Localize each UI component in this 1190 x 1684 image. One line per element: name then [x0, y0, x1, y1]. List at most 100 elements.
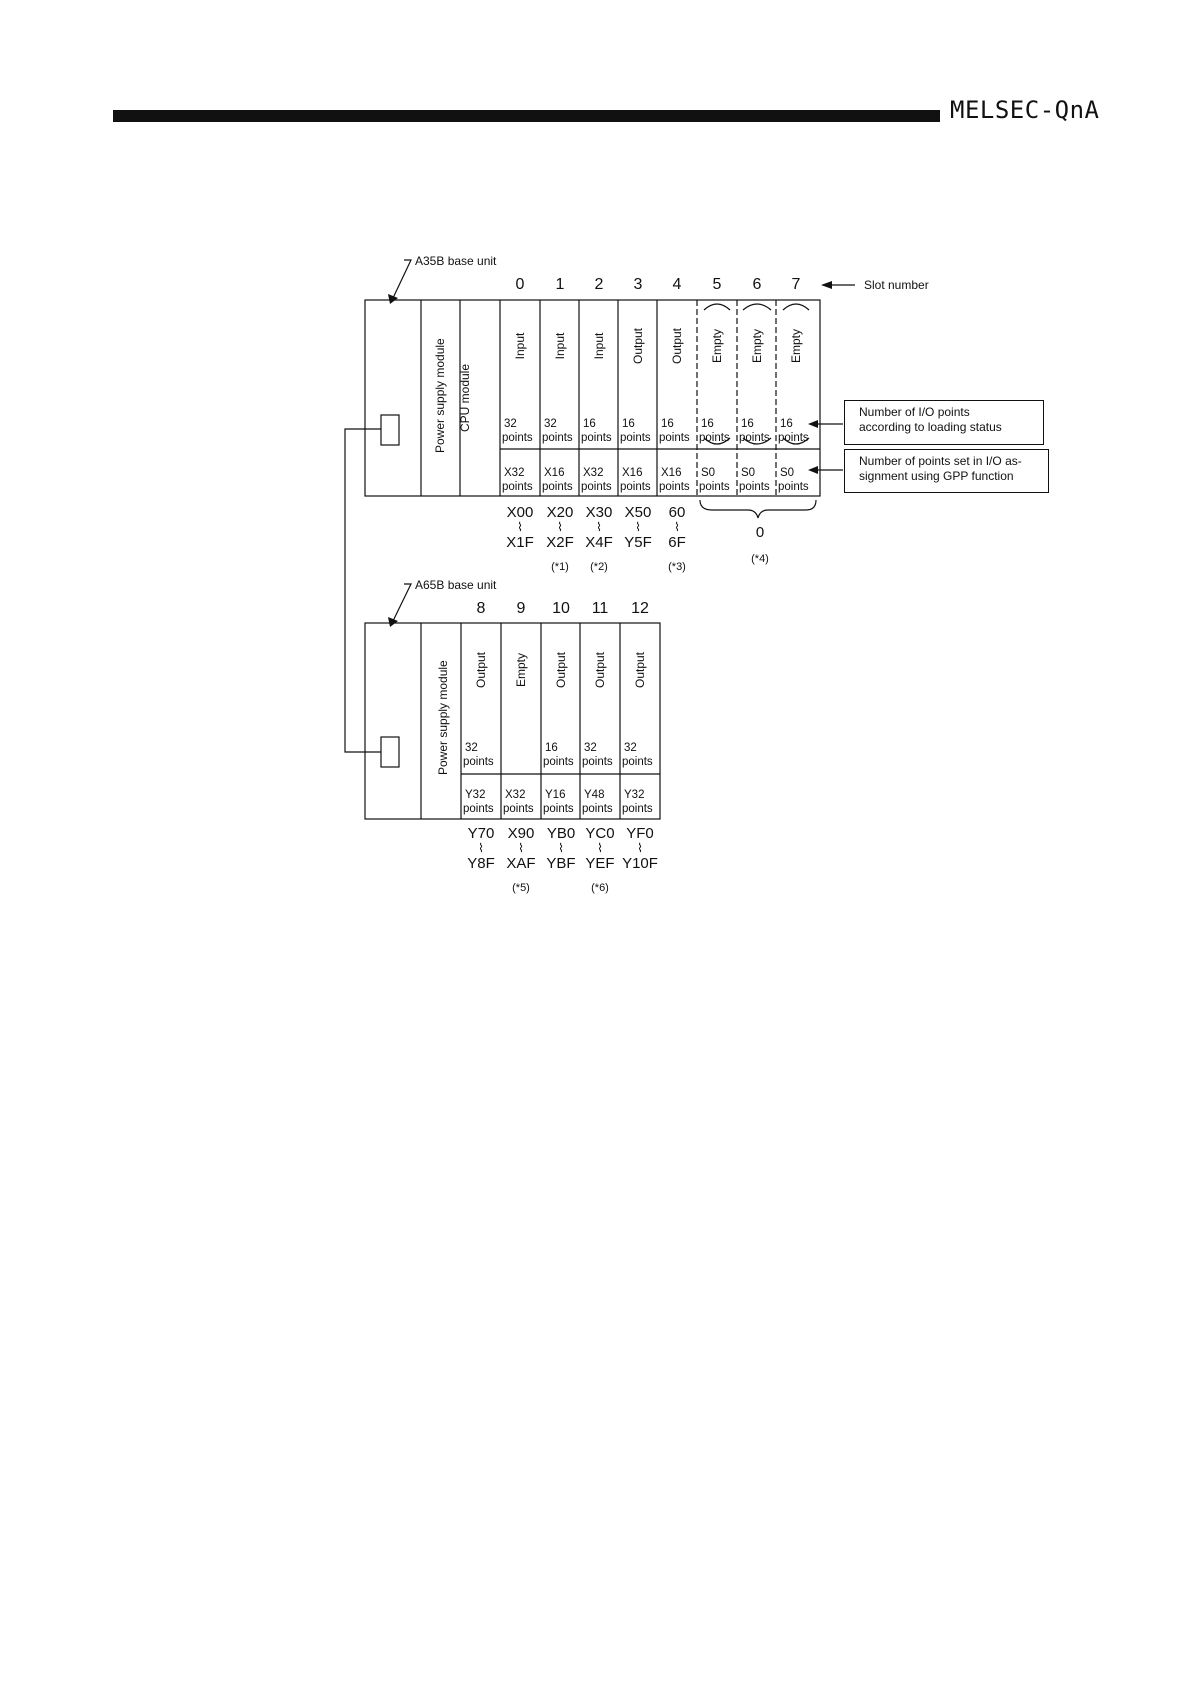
- address-end: Y10F: [622, 855, 658, 872]
- header-rule: [113, 110, 940, 122]
- callout-loading-status: Number of I/O points according to loadin…: [844, 400, 1044, 445]
- slot-type-label: Output: [593, 651, 607, 689]
- gpp-points-unit: points: [582, 803, 613, 815]
- gpp-points-value: X16: [661, 467, 682, 479]
- loading-points-unit: points: [502, 432, 533, 444]
- slot-note: (*3): [668, 561, 686, 573]
- slot-note: (*1): [551, 561, 569, 573]
- loading-points-value: 16: [622, 418, 635, 430]
- slot-number: 6: [752, 276, 762, 293]
- gpp-points-unit: points: [659, 481, 690, 493]
- loading-points-unit: points: [659, 432, 690, 444]
- slot-type-label: Input: [513, 332, 527, 360]
- gpp-points-value: S0: [741, 467, 756, 479]
- loading-points-unit: points: [581, 432, 612, 444]
- callout-loading-line1: Number of I/O points: [859, 405, 970, 419]
- loading-points-value: 32: [504, 418, 517, 430]
- gpp-points-unit: points: [699, 481, 730, 493]
- address-end: Y5F: [624, 534, 652, 551]
- gpp-points-value: X32: [504, 467, 525, 479]
- address-end: XAF: [506, 855, 536, 872]
- slot-type-label: Input: [592, 332, 606, 360]
- slot-type-label: Output: [633, 651, 647, 689]
- cpu-module-label: CPU module: [458, 363, 472, 433]
- loading-points-unit: points: [622, 756, 653, 768]
- loading-points-unit: points: [739, 432, 770, 444]
- gpp-points-value: Y32: [624, 789, 645, 801]
- gpp-points-value: X16: [622, 467, 643, 479]
- slot-type-label: Output: [554, 651, 568, 689]
- a35b-frame: [364, 299, 821, 497]
- slot-number: 5: [712, 276, 722, 293]
- gpp-points-unit: points: [543, 803, 574, 815]
- address-range-tilde: ⌇: [557, 520, 563, 534]
- slot-type-label: Output: [474, 651, 488, 689]
- callout-loading-line2: according to loading status: [859, 420, 1002, 434]
- loading-points-value: 16: [661, 418, 674, 430]
- loading-points-value: 32: [544, 418, 557, 430]
- address-range-tilde: ⌇: [518, 841, 524, 855]
- slot-number: 1: [555, 276, 565, 293]
- empty-group-address: 0: [755, 524, 765, 541]
- slot-note: (*2): [590, 561, 608, 573]
- slot-number: 3: [633, 276, 643, 293]
- callout-gpp-assignment: Number of points set in I/O as- signment…: [844, 449, 1049, 493]
- gpp-points-value: Y32: [465, 789, 486, 801]
- gpp-points-unit: points: [778, 481, 809, 493]
- callout-gpp-line1: Number of points set in I/O as-: [859, 454, 1022, 468]
- address-range-tilde: ⌇: [558, 841, 564, 855]
- address-end: 6F: [668, 534, 686, 551]
- loading-points-unit: points: [620, 432, 651, 444]
- gpp-points-unit: points: [622, 803, 653, 815]
- a65b-label: A65B base unit: [415, 578, 497, 592]
- slot-type-label: Output: [631, 327, 645, 365]
- address-start: X30: [585, 504, 613, 521]
- slot-number-label: Slot number: [864, 278, 929, 292]
- gpp-points-unit: points: [502, 481, 533, 493]
- gpp-points-unit: points: [463, 803, 494, 815]
- slot-number: 12: [631, 600, 649, 617]
- a65b-power-supply-label: Power supply module: [436, 660, 450, 775]
- address-start: YF0: [626, 825, 654, 842]
- address-range-tilde: ⌇: [597, 841, 603, 855]
- page-header-title: MELSEC-QnA: [950, 96, 1100, 124]
- address-range-tilde: ⌇: [635, 520, 641, 534]
- gpp-points-value: Y16: [545, 789, 566, 801]
- address-range-tilde: ⌇: [637, 841, 643, 855]
- gpp-points-unit: points: [739, 481, 770, 493]
- slot-number: 9: [516, 600, 526, 617]
- slot-type-label: Empty: [789, 329, 803, 364]
- loading-points-unit: points: [543, 756, 574, 768]
- address-end: X4F: [585, 534, 613, 551]
- address-start: YC0: [585, 825, 615, 842]
- address-start: X20: [546, 504, 574, 521]
- slot-type-label: Input: [553, 332, 567, 360]
- address-start: Y70: [467, 825, 495, 842]
- address-start: X90: [507, 825, 535, 842]
- loading-points-value: 32: [465, 742, 478, 754]
- loading-points-value: 16: [583, 418, 596, 430]
- loading-points-value: 16: [701, 418, 714, 430]
- slot-number: 2: [594, 276, 604, 293]
- loading-points-value: 16: [545, 742, 558, 754]
- gpp-points-value: X32: [583, 467, 604, 479]
- address-range-tilde: ⌇: [674, 520, 680, 534]
- slot-note: (*5): [512, 882, 530, 894]
- address-start: YB0: [546, 825, 576, 842]
- address-end: X2F: [546, 534, 574, 551]
- slot-number: 11: [591, 600, 609, 617]
- address-end: YBF: [546, 855, 576, 872]
- address-end: X1F: [506, 534, 534, 551]
- a35b-power-supply-label: Power supply module: [433, 338, 447, 453]
- loading-points-unit: points: [582, 756, 613, 768]
- gpp-points-value: S0: [780, 467, 795, 479]
- address-start: X50: [624, 504, 652, 521]
- loading-points-unit: points: [542, 432, 573, 444]
- gpp-points-value: Y48: [584, 789, 605, 801]
- gpp-points-value: S0: [701, 467, 716, 479]
- callout-gpp-line2: signment using GPP function: [859, 469, 1014, 483]
- loading-points-value: 32: [624, 742, 637, 754]
- gpp-points-unit: points: [542, 481, 573, 493]
- a35b-label: A35B base unit: [415, 254, 497, 268]
- gpp-points-unit: points: [620, 481, 651, 493]
